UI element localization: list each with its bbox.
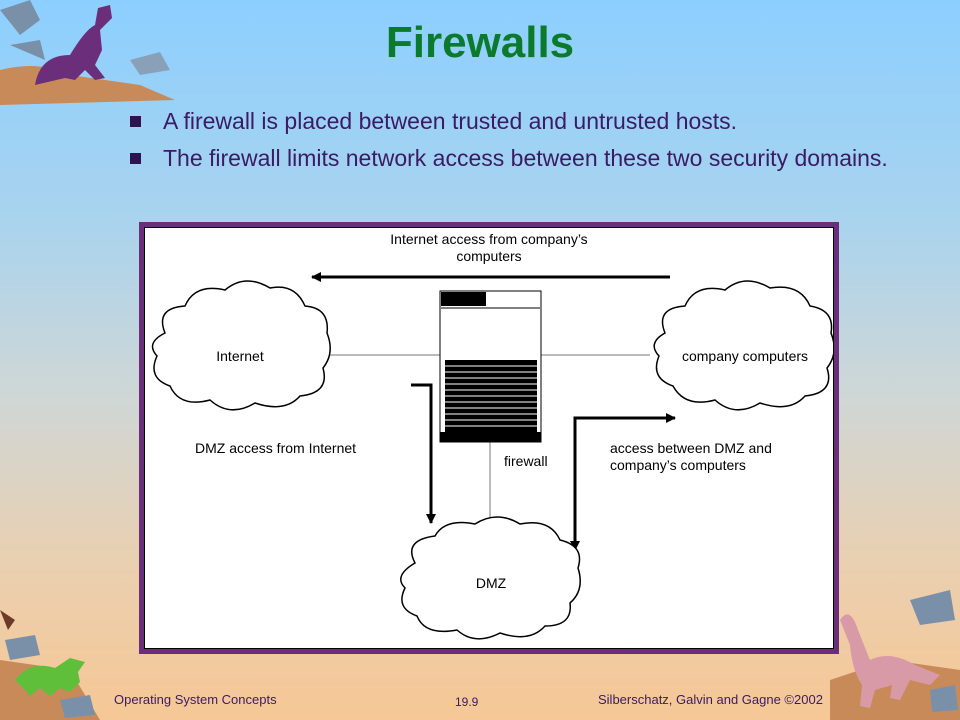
- between-label-line1: access between DMZ and: [610, 440, 772, 456]
- bullet-list: A firewall is placed between trusted and…: [128, 106, 908, 180]
- square-bullet-icon: [130, 116, 141, 127]
- slide-title: Firewalls: [385, 18, 575, 67]
- dmz-access-label: DMZ access from Internet: [195, 440, 356, 456]
- bullet-text: A firewall is placed between trusted and…: [163, 108, 738, 134]
- footer-authors: Silberschatz, Galvin and Gagne ©2002: [598, 692, 823, 707]
- dinosaur-top-left-icon: [0, 0, 175, 105]
- dinosaur-bottom-right-icon: [830, 590, 960, 720]
- footer-page-number: 19.9: [455, 695, 479, 709]
- dmz-cloud: [400, 516, 581, 640]
- bullet-item: The firewall limits network access betwe…: [128, 143, 908, 174]
- company-label: company computers: [682, 348, 808, 364]
- internet-cloud: [151, 280, 331, 411]
- footer-course: Operating System Concepts: [114, 692, 277, 707]
- dmz-label: DMZ: [476, 575, 507, 591]
- diagram-frame: Internet access from company’s computers…: [139, 222, 839, 654]
- top-access-label-line1: Internet access from company’s: [390, 231, 587, 247]
- dmz-access-arrow: [411, 383, 436, 524]
- between-label-line2: company’s computers: [610, 457, 746, 473]
- dinosaur-bottom-left-icon: [0, 610, 100, 720]
- square-bullet-icon: [130, 153, 141, 164]
- firewall-diagram: Internet access from company’s computers…: [144, 227, 834, 649]
- bullet-item: A firewall is placed between trusted and…: [128, 106, 908, 137]
- between-arrow: [573, 413, 676, 546]
- internet-label: Internet: [216, 348, 264, 364]
- firewall-label: firewall: [504, 453, 548, 469]
- top-access-label-line2: computers: [456, 248, 521, 264]
- bullet-text: The firewall limits network access betwe…: [163, 145, 888, 171]
- company-cloud: [653, 280, 833, 411]
